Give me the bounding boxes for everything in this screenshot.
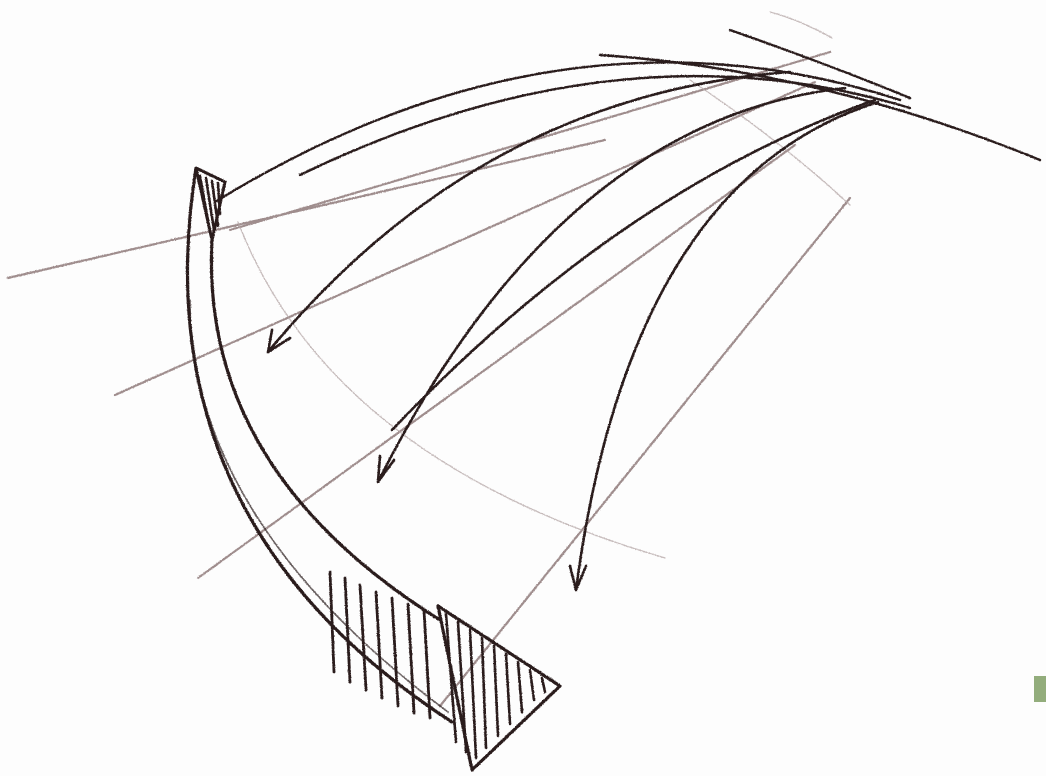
edge-color-mark	[1034, 676, 1046, 702]
curved-arrow	[378, 88, 845, 482]
curved-arrow	[570, 102, 878, 590]
arc-guide-line	[690, 80, 850, 205]
guide-line	[440, 198, 850, 706]
guide-line	[8, 140, 605, 278]
wide-hatched-arrow	[187, 168, 560, 770]
guide-lines	[8, 52, 850, 706]
curved-arrow	[268, 72, 790, 352]
arrow-head	[438, 606, 560, 770]
sweep-curve	[600, 55, 1040, 160]
arc-guide-line	[770, 12, 832, 38]
arrow-outer-edge	[187, 168, 452, 722]
guide-line	[198, 145, 795, 578]
top-sweep-curves	[215, 30, 1040, 202]
curved-arrow	[392, 100, 875, 430]
